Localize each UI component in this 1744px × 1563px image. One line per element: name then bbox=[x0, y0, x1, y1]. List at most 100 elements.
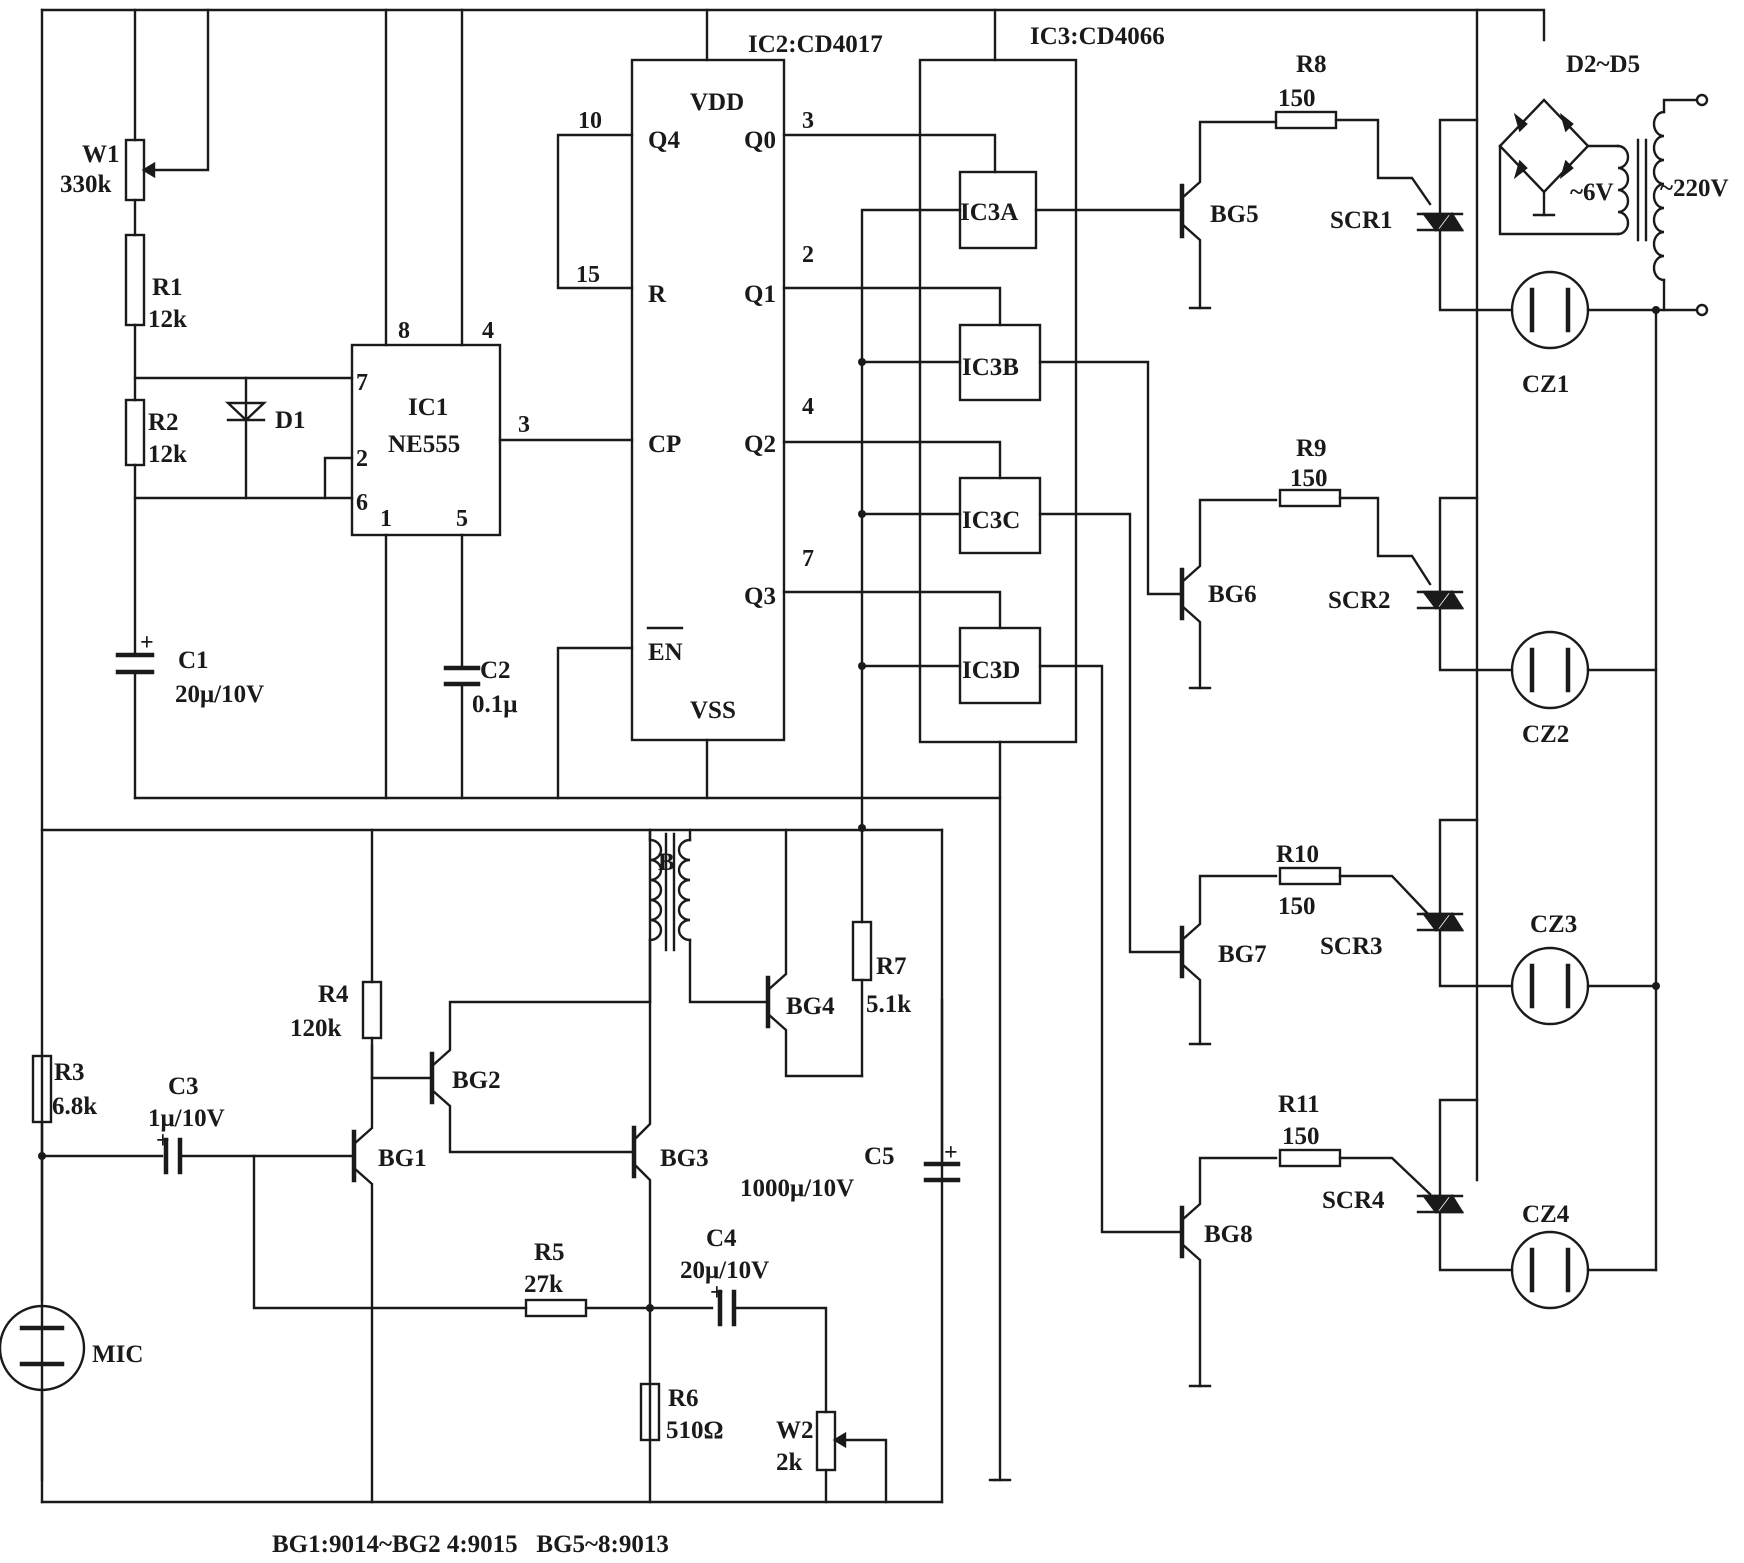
bg4-label: BG4 bbox=[786, 993, 835, 1020]
cz1-socket: CZ1 bbox=[1510, 270, 1590, 398]
scr4-label: SCR4 bbox=[1322, 1187, 1385, 1214]
transformer-b: B bbox=[648, 828, 768, 1004]
bg5-label: BG5 bbox=[1210, 201, 1259, 228]
cz4-socket: CZ4 bbox=[1510, 1201, 1590, 1310]
c2-label: C2 bbox=[480, 657, 511, 684]
scr3-label: SCR3 bbox=[1320, 933, 1383, 960]
ic2-pin2: 2 bbox=[802, 242, 814, 268]
bridge-rectifier: D2~D5 bbox=[1498, 51, 1640, 236]
c5-label: C5 bbox=[864, 1143, 895, 1170]
ic2-cp: CP bbox=[648, 431, 681, 458]
r6-value: 510Ω bbox=[666, 1417, 724, 1444]
ic3a-label: IC3A bbox=[960, 199, 1018, 226]
cz2-label: CZ2 bbox=[1522, 721, 1569, 748]
c3-capacitor: + C3 1μ/10V bbox=[148, 1073, 354, 1175]
cz3-label: CZ3 bbox=[1530, 911, 1577, 938]
r6-label: R6 bbox=[668, 1385, 699, 1412]
bg3-transistor: BG3 bbox=[631, 828, 709, 1504]
bg4-transistor: BG4 bbox=[765, 828, 864, 1078]
r8-value: 150 bbox=[1278, 85, 1316, 112]
trigger-bus bbox=[858, 208, 962, 830]
c3-label: C3 bbox=[168, 1073, 199, 1100]
bg2-transistor: BG2 bbox=[429, 1000, 652, 1154]
ic2-vss: VSS bbox=[690, 697, 736, 724]
r6-resistor: R6 510Ω bbox=[639, 1382, 724, 1444]
r4-label: R4 bbox=[318, 981, 349, 1008]
scr3-triac: SCR3 bbox=[1320, 818, 1514, 988]
ic2-q4: Q4 bbox=[648, 127, 680, 154]
ic3b-label: IC3B bbox=[962, 354, 1019, 381]
bg2-label: BG2 bbox=[452, 1067, 501, 1094]
cz1-label: CZ1 bbox=[1522, 371, 1569, 398]
bg6-transistor: BG6 bbox=[1179, 498, 1278, 690]
ic2-q1: Q1 bbox=[744, 281, 776, 308]
c3-value: 1μ/10V bbox=[148, 1105, 225, 1132]
bg5-transistor: BG5 bbox=[1179, 120, 1278, 310]
d1-diode: D1 bbox=[224, 401, 306, 434]
mains-voltage-label: ~220V bbox=[1660, 175, 1729, 202]
ic1-pin4: 4 bbox=[482, 318, 494, 344]
scr2-triac: SCR2 bbox=[1328, 496, 1514, 672]
c1-label: C1 bbox=[178, 647, 209, 674]
w1-label: W1 bbox=[82, 141, 120, 168]
ic2-pin10: 10 bbox=[578, 108, 602, 134]
c2-value: 0.1μ bbox=[472, 691, 517, 718]
r8-resistor: R8 150 bbox=[1274, 51, 1432, 206]
bg6-label: BG6 bbox=[1208, 581, 1257, 608]
ic3-cd4066: IC3:CD4066 bbox=[918, 23, 1165, 1482]
r2-value: 12k bbox=[148, 441, 187, 468]
r3-value: 6.8k bbox=[52, 1093, 97, 1120]
r4-value: 120k bbox=[290, 1015, 342, 1042]
r10-resistor: R10 150 bbox=[1276, 841, 1432, 920]
c1-value: 20μ/10V bbox=[175, 681, 264, 708]
ic1-ne555: IC1 NE555 8 4 7 2 6 3 1 5 bbox=[350, 318, 634, 800]
r7-label: R7 bbox=[876, 953, 907, 980]
r3-resistor: R3 6.8k bbox=[31, 1054, 164, 1302]
d1-label: D1 bbox=[275, 407, 306, 434]
ic1-pin2: 2 bbox=[356, 446, 368, 472]
r9-resistor: R9 150 bbox=[1278, 435, 1432, 586]
scr4-triac: SCR4 bbox=[1322, 1098, 1514, 1272]
ic2-pin15: 15 bbox=[576, 262, 600, 288]
transformer-b-label: B bbox=[658, 849, 675, 876]
top-rail-wiring bbox=[40, 8, 1546, 1482]
c5-capacitor: + C5 1000μ/10V bbox=[740, 998, 961, 1202]
r9-value: 150 bbox=[1290, 465, 1328, 492]
ic2-q2: Q2 bbox=[744, 431, 776, 458]
gate-outputs bbox=[1034, 208, 1182, 1234]
ic1-pin1: 1 bbox=[380, 506, 392, 532]
mic: MIC bbox=[0, 1304, 143, 1504]
bg7-transistor: BG7 bbox=[1179, 874, 1278, 1046]
secondary-voltage-label: ~6V bbox=[1570, 179, 1614, 206]
c5-value: 1000μ/10V bbox=[740, 1175, 854, 1202]
r2-label: R2 bbox=[148, 409, 179, 436]
scr1-label: SCR1 bbox=[1330, 207, 1393, 234]
counter-outputs bbox=[782, 133, 1002, 630]
transistor-footnote: BG1:9014~BG2 4:9015 BG5~8:9013 bbox=[272, 1531, 669, 1558]
ic1-pin6: 6 bbox=[356, 490, 368, 516]
r11-label: R11 bbox=[1278, 1091, 1320, 1118]
ic3b-gate: IC3B bbox=[958, 323, 1042, 402]
ic1-pin7: 7 bbox=[356, 370, 368, 396]
bridge-label: D2~D5 bbox=[1566, 51, 1640, 78]
ic2-title: IC2:CD4017 bbox=[748, 31, 883, 58]
ic1-type: NE555 bbox=[388, 431, 460, 458]
r11-value: 150 bbox=[1282, 1123, 1320, 1150]
bg8-label: BG8 bbox=[1204, 1221, 1253, 1248]
ic2-q3: Q3 bbox=[744, 583, 776, 610]
cz2-socket: CZ2 bbox=[1510, 630, 1590, 748]
w1-value: 330k bbox=[60, 171, 112, 198]
power-transformer: ~6V ~220V bbox=[1570, 93, 1729, 312]
bg1-label: BG1 bbox=[378, 1145, 427, 1172]
r11-resistor: R11 150 bbox=[1278, 1091, 1432, 1196]
mic-label: MIC bbox=[92, 1341, 143, 1368]
mains-return bbox=[1586, 303, 1709, 1272]
ic2-r: R bbox=[648, 281, 667, 308]
c4-value: 20μ/10V bbox=[680, 1257, 769, 1284]
ic3-title: IC3:CD4066 bbox=[1030, 23, 1165, 50]
ic1-pin5: 5 bbox=[456, 506, 468, 532]
r4-resistor: R4 120k bbox=[290, 828, 432, 1080]
feedback-r5: R5 27k bbox=[252, 1154, 714, 1318]
r10-label: R10 bbox=[1276, 841, 1319, 868]
scr2-label: SCR2 bbox=[1328, 587, 1391, 614]
